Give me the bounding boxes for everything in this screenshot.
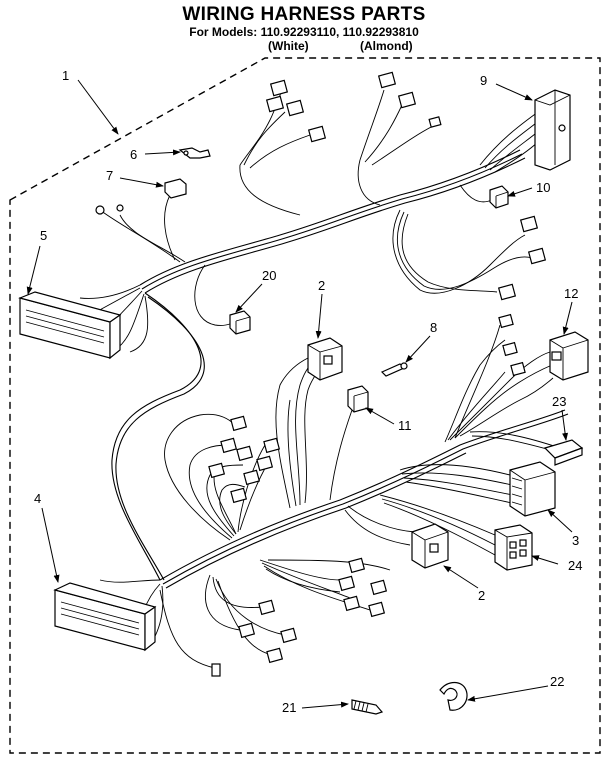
kit-boundary (9, 57, 601, 754)
callout-leaders (26, 79, 573, 709)
terminal-6 (178, 147, 211, 159)
callout-12: 12 (564, 286, 578, 301)
callout-21: 21 (282, 700, 296, 715)
connector-9-block (534, 89, 571, 171)
connector-4-block (53, 582, 157, 652)
connector-2-lower-block (411, 523, 449, 569)
callout-24: 24 (568, 558, 582, 573)
callout-7: 7 (106, 168, 113, 183)
terminal-7 (164, 178, 187, 199)
callout-3: 3 (572, 533, 579, 548)
connector-5-block (18, 291, 122, 360)
diagram-title: WIRING HARNESS PARTS (182, 4, 426, 25)
connector-2-upper-block (307, 337, 343, 381)
callout-5: 5 (40, 228, 47, 243)
variant-almond-label: (Almond) (360, 39, 413, 53)
callout-11: 11 (398, 418, 412, 433)
small-connectors (95, 71, 547, 677)
callout-2-lower: 2 (478, 588, 485, 603)
lower-harness (99, 324, 569, 669)
callout-23: 23 (552, 394, 566, 409)
main-harness (79, 89, 541, 581)
variant-white-label: (White) (268, 39, 309, 53)
callout-8: 8 (430, 320, 437, 335)
connector-23-block (543, 439, 584, 466)
terminal-8 (380, 362, 408, 377)
connector-3-block (509, 461, 556, 517)
callout-9: 9 (480, 73, 487, 88)
callout-10: 10 (536, 180, 550, 195)
connector-10-block (489, 185, 509, 209)
screw-21 (351, 699, 384, 715)
clip-22 (439, 681, 468, 711)
callout-20: 20 (262, 268, 276, 283)
connector-12-block (549, 331, 589, 381)
model-numbers: For Models: 110.92293110, 110.92293810 (189, 25, 419, 39)
connector-24-block (494, 524, 533, 571)
callout-22: 22 (550, 674, 564, 689)
callout-labels: 1 2 2 3 4 5 6 7 8 9 10 11 12 20 21 22 23… (34, 68, 582, 715)
callout-2-upper: 2 (318, 278, 325, 293)
callout-6: 6 (130, 147, 137, 162)
callout-4: 4 (34, 491, 41, 506)
connector-20-block (229, 310, 251, 335)
callout-1: 1 (62, 68, 69, 83)
connector-11-block (347, 385, 369, 413)
